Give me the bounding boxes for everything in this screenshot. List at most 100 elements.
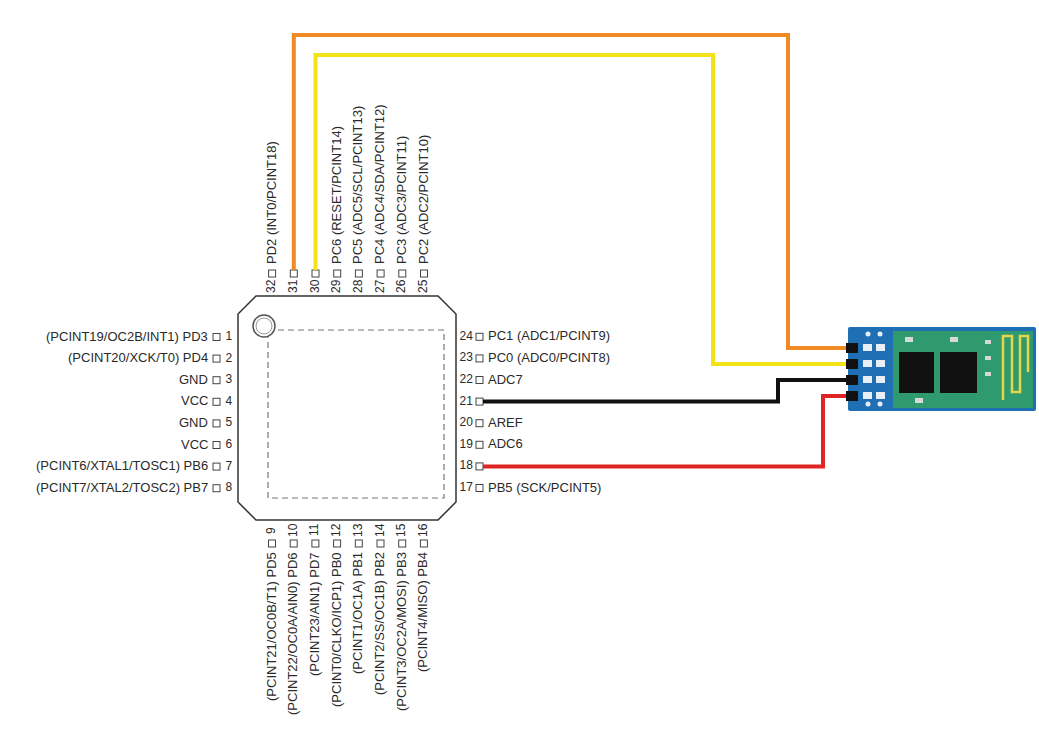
pin-number: 21 bbox=[460, 395, 473, 409]
pin-pad bbox=[476, 463, 483, 470]
module-chip bbox=[940, 352, 977, 393]
pin-pad bbox=[213, 355, 220, 362]
pin-number: 13 bbox=[352, 523, 366, 536]
pin-label: PC3 (ADC3/PCINT11) bbox=[395, 136, 410, 264]
module-part bbox=[985, 356, 991, 360]
pin-pad bbox=[290, 540, 297, 547]
pin-number: 29 bbox=[330, 279, 344, 292]
module-chip bbox=[899, 352, 934, 393]
exposed-pad-outline bbox=[268, 330, 444, 498]
bluetooth-module bbox=[846, 327, 1036, 411]
pin-number: 14 bbox=[374, 523, 388, 536]
pin-label: (PCINT21/OC0B/T1) PD5 bbox=[265, 552, 280, 701]
pin1-marker-inner bbox=[256, 318, 272, 334]
pin-number: 27 bbox=[374, 279, 388, 292]
pin-label: ADC6 bbox=[488, 437, 523, 452]
pin-number: 22 bbox=[460, 373, 473, 387]
pin-label: (PCINT2/SS/OC1B) PB2 bbox=[373, 552, 388, 695]
pin-number: 3 bbox=[226, 373, 233, 387]
black-wire bbox=[483, 380, 846, 402]
pin-label: (PCINT0/CLKO/ICP1) PB0 bbox=[330, 552, 345, 707]
pin-number: 10 bbox=[287, 523, 301, 536]
pin-number: 12 bbox=[330, 523, 344, 536]
pin-number: 6 bbox=[226, 438, 233, 452]
pin-label: PC5 (ADC5/SCL/PCINT13) bbox=[351, 106, 366, 264]
module-part bbox=[985, 372, 991, 376]
pin-pad bbox=[476, 355, 483, 362]
pin-pad bbox=[399, 540, 406, 547]
pin-number: 25 bbox=[417, 279, 431, 292]
pin-pad bbox=[421, 270, 428, 277]
module-part bbox=[915, 398, 923, 403]
module-part bbox=[950, 337, 958, 342]
pin-label: GND bbox=[179, 416, 208, 431]
pin-number: 31 bbox=[287, 279, 301, 292]
pin-number: 15 bbox=[395, 523, 409, 536]
pin-pad bbox=[476, 441, 483, 448]
pin-number: 17 bbox=[460, 481, 473, 495]
pin-label: (PCINT6/XTAL1/TOSC1) PB6 bbox=[36, 459, 208, 474]
pin-pad bbox=[476, 420, 483, 427]
pin-label: PC0 (ADC0/PCINT8) bbox=[488, 351, 610, 366]
pin1-marker bbox=[253, 315, 275, 337]
pin-pad bbox=[213, 463, 220, 470]
pin-pad bbox=[312, 270, 319, 277]
pin-label: PC4 (ADC4/SDA/PCINT12) bbox=[373, 104, 388, 264]
chip-body bbox=[238, 296, 456, 520]
pin-number: 26 bbox=[395, 279, 409, 292]
header-pin bbox=[846, 359, 858, 369]
pin-label: ADC7 bbox=[488, 373, 523, 388]
pin-label: (PCINT22/OC0A/AIN0) PD6 bbox=[286, 552, 301, 715]
pin-pad bbox=[355, 270, 362, 277]
pin-number: 5 bbox=[226, 416, 233, 430]
pin-number: 19 bbox=[460, 438, 473, 452]
pin-number: 18 bbox=[460, 459, 473, 473]
header-pin bbox=[846, 343, 858, 353]
pin-pad bbox=[213, 442, 220, 449]
module-daughterboard bbox=[893, 331, 1033, 408]
yellow-wire bbox=[316, 55, 847, 364]
pin-number: 32 bbox=[265, 279, 279, 292]
pin-pad bbox=[290, 270, 297, 277]
pin-pad bbox=[269, 270, 276, 277]
pin-pad bbox=[213, 398, 220, 405]
module-part bbox=[905, 337, 913, 342]
pin-number: 16 bbox=[417, 523, 431, 536]
pin-pad bbox=[476, 398, 483, 405]
pin-number: 23 bbox=[460, 351, 473, 365]
pin-label: (PCINT19/OC2B/INT1) PD3 bbox=[46, 330, 208, 345]
pin-pad bbox=[213, 485, 220, 492]
pin-label: VCC bbox=[181, 394, 208, 409]
pin-number: 24 bbox=[460, 330, 473, 344]
pin-number: 20 bbox=[460, 416, 473, 430]
module-part bbox=[985, 340, 991, 344]
pin-number: 30 bbox=[309, 279, 323, 292]
pin-label: PC2 (ADC2/PCINT10) bbox=[417, 135, 432, 264]
pin-label: PC6 (RESET/PCINT14) bbox=[330, 126, 345, 264]
pin-number: 11 bbox=[308, 524, 322, 536]
orange-wire bbox=[294, 35, 846, 348]
module-board bbox=[848, 327, 1036, 411]
pin-squares bbox=[213, 270, 483, 547]
pin-number: 8 bbox=[226, 481, 233, 495]
pin-label: (PCINT1/OC1A) PB1 bbox=[351, 552, 366, 674]
pin-label: (PCINT7/XTAL2/TOSC2) PB7 bbox=[36, 481, 208, 496]
pin-pad bbox=[476, 377, 483, 384]
pin-label: AREF bbox=[488, 416, 523, 431]
pin-label: (PCINT3/OC2A/MOSI) PB3 bbox=[395, 552, 410, 711]
pin-label: GND bbox=[179, 373, 208, 388]
pin-pad bbox=[377, 540, 384, 547]
module-pads bbox=[863, 332, 885, 407]
pin-number: 2 bbox=[226, 352, 233, 366]
pin-pad bbox=[213, 420, 220, 427]
pin-pad bbox=[399, 270, 406, 277]
pin-pad bbox=[377, 270, 384, 277]
pin-label: PB5 (SCK/PCINT5) bbox=[488, 481, 601, 496]
pin-pad bbox=[213, 377, 220, 384]
module-antenna bbox=[1003, 336, 1028, 400]
pin-label: (PCINT23/AIN1) PD7 bbox=[308, 552, 323, 676]
pin-label: VCC bbox=[181, 438, 208, 453]
pin-pad bbox=[213, 334, 220, 341]
pin-label: (PCINT4/MISO) PB4 bbox=[416, 552, 431, 672]
